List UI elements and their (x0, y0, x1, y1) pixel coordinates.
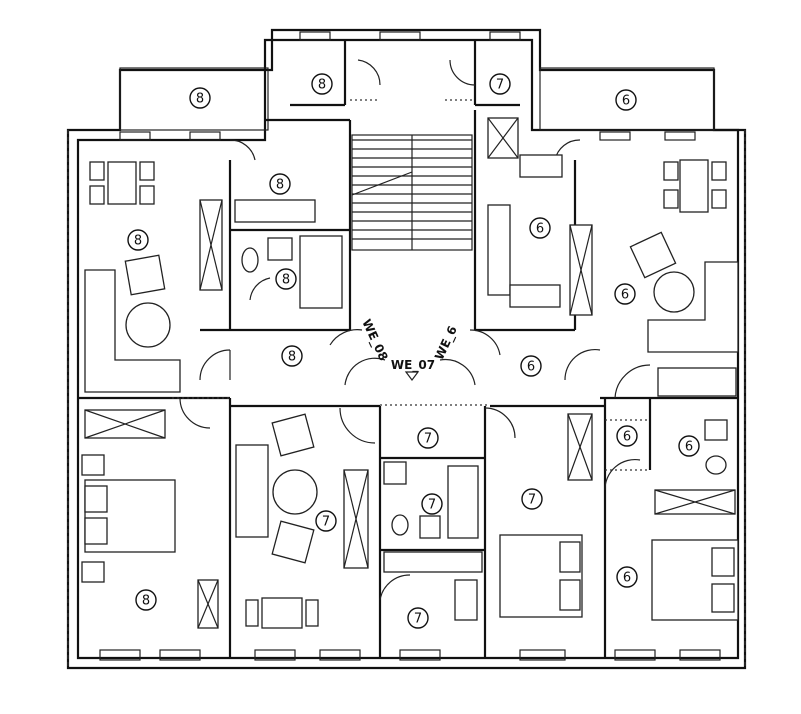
room-label-text: 6 (685, 440, 693, 455)
room-label-bedroom-right: 6 (616, 566, 638, 588)
room-label-text: 7 (414, 612, 422, 627)
room-label-kitchen-mid: 7 (407, 607, 429, 629)
unit-tag-left: WE_08 (358, 317, 390, 363)
unit-tag-mid: WE_07 (391, 358, 435, 373)
room-label-text: 8 (288, 350, 296, 365)
room-labels: 8 8 7 6 8 8 8 8 8 6 6 6 6 6 6 7 7 7 7 7 (127, 73, 700, 629)
room-label-entry-right: 6 (616, 425, 638, 447)
room-label-text: 6 (621, 288, 629, 303)
room-label-bath-left: 8 (275, 268, 297, 290)
balconies (119, 67, 715, 131)
room-label-text: 7 (322, 515, 330, 530)
dotted-lines (172, 99, 650, 471)
room-label-kitchen-right: 6 (529, 217, 551, 239)
room-label-bedroom-mid: 7 (521, 488, 543, 510)
room-label-balcony-right: 6 (615, 89, 637, 111)
room-label-text: 7 (496, 78, 504, 93)
room-label-storage-top-right: 7 (489, 73, 511, 95)
room-label-text: 7 (428, 498, 436, 513)
room-label-text: 6 (622, 94, 630, 109)
room-label-hall-right: 6 (520, 355, 542, 377)
room-label-balcony-left: 8 (189, 87, 211, 109)
room-label-text: 6 (527, 360, 535, 375)
room-label-text: 6 (623, 571, 631, 586)
interior-walls (78, 40, 738, 658)
room-label-text: 6 (536, 222, 544, 237)
room-label-text: 8 (276, 178, 284, 193)
room-label-storage-top-left: 8 (311, 73, 333, 95)
unit-tag-right: WE_6 (432, 324, 461, 363)
room-label-bedroom-left: 8 (135, 589, 157, 611)
room-label-text: 8 (282, 273, 290, 288)
room-label-bath-right: 6 (678, 435, 700, 457)
staircase (351, 134, 473, 251)
furniture (81, 117, 739, 629)
room-label-living-mid: 7 (315, 510, 337, 532)
unit-tags: WE_08 WE_07 WE_6 (358, 317, 461, 381)
room-label-kitchen-left: 8 (269, 173, 291, 195)
room-label-living-left: 8 (127, 229, 149, 251)
room-label-text: 7 (424, 432, 432, 447)
windows (99, 31, 721, 661)
room-label-text: 8 (318, 78, 326, 93)
room-label-text: 8 (196, 92, 204, 107)
room-label-text: 6 (623, 430, 631, 445)
room-label-text: 8 (134, 234, 142, 249)
room-label-text: 8 (142, 594, 150, 609)
doors (179, 59, 651, 601)
room-label-living-right: 6 (614, 283, 636, 305)
room-label-bath-mid: 7 (421, 493, 443, 515)
room-label-hall-mid: 7 (417, 427, 439, 449)
room-label-text: 7 (528, 493, 536, 508)
room-label-hall-left: 8 (281, 345, 303, 367)
